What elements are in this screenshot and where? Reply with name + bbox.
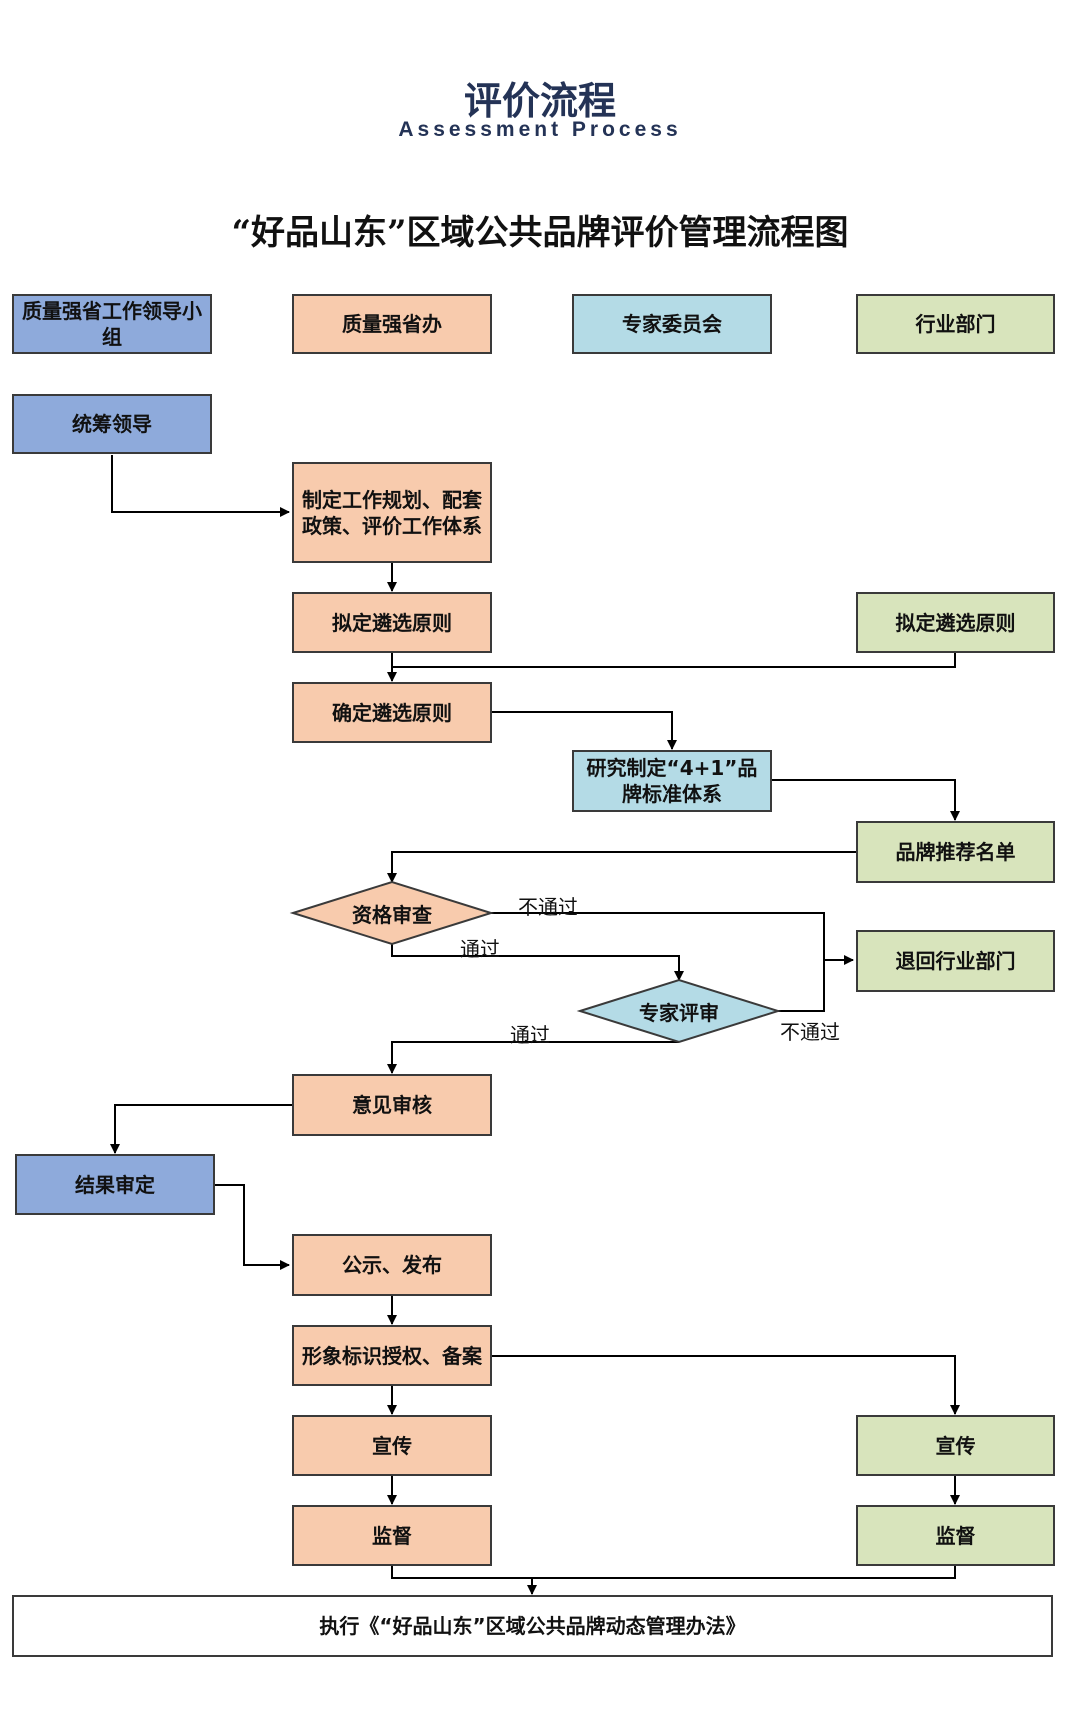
node-research-standard: 研究制定“4+1”品牌标准体系 [572,750,772,812]
lane-header-expert-committee: 专家委员会 [572,294,772,354]
node-promote-industry: 宣传 [856,1415,1055,1476]
diamond-expert-review [576,978,782,1044]
expert-review-label: 专家评审 [639,1000,719,1025]
label-qualification-pass: 通过 [460,937,500,961]
node-promote-office: 宣传 [292,1415,492,1476]
node-result-confirm: 结果审定 [15,1154,215,1215]
node-supervise-industry: 监督 [856,1505,1055,1566]
node-recommend-list: 品牌推荐名单 [856,821,1055,883]
qualification-review-label: 资格审查 [352,902,432,927]
edge-authorize-to-industry-promote [492,1355,960,1415]
node-execute-measures: 执行《“好品山东”区域公共品牌动态管理办法》 [12,1595,1053,1657]
lane-header-quality-office: 质量强省办 [292,294,492,354]
node-supervise-office: 监督 [292,1505,492,1566]
lane-header-industry-dept: 行业部门 [856,294,1055,354]
edge-expert-fail [778,960,825,1012]
edge-confirm-to-research [492,711,677,750]
node-authorize-filing: 形象标识授权、备案 [292,1325,492,1386]
node-draft-principles-industry: 拟定遴选原则 [856,592,1055,653]
label-qualification-fail: 不通过 [518,895,578,919]
node-formulate-plan: 制定工作规划、配套政策、评价工作体系 [292,462,492,563]
page-title: 评价流程 [463,79,616,123]
node-return-industry: 退回行业部门 [856,930,1055,992]
label-expert-fail: 不通过 [780,1020,840,1044]
label-expert-pass: 通过 [510,1023,550,1047]
edge-opinion-to-result [110,1104,292,1154]
node-opinion-review: 意见审核 [292,1074,492,1136]
node-publicize: 公示、发布 [292,1234,492,1296]
edge-recommend-to-qualification [387,851,856,883]
edge-qualification-fail [460,912,854,965]
edge-industry-draft-to-confirm [392,653,956,668]
edge-result-to-publicize [215,1184,290,1270]
edge-qualification-pass [391,944,684,981]
flowchart-title: “好品山东”区域公共品牌评价管理流程图 [231,213,849,253]
edge-supervise-merge [391,1566,956,1579]
diamond-qualification-review [289,880,495,946]
lane-header-leadership-group: 质量强省工作领导小组 [12,294,212,354]
edge-research-to-recommend [772,779,960,821]
page-subtitle: Assessment Process [398,118,682,141]
node-coordinate-lead: 统筹领导 [12,394,212,454]
node-draft-principles-office: 拟定遴选原则 [292,592,492,653]
edge-coordinate-to-plan [111,455,290,517]
edge-expert-pass [387,1041,679,1074]
node-confirm-principles: 确定遴选原则 [292,682,492,743]
